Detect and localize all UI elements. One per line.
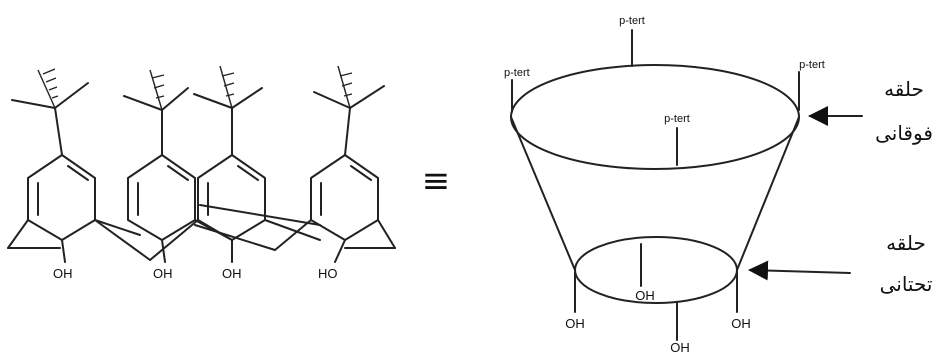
p-tert-label-left: p-tert (504, 67, 530, 79)
upper-rim-annotation: حلقه فوقانی (808, 77, 933, 145)
p-tert-label-top: p-tert (619, 15, 645, 27)
cone-oh-label-3: OH (670, 340, 690, 355)
upper-rim-label-line1: حلقه (884, 77, 924, 101)
p-tert-label-right: p-tert (799, 59, 825, 71)
upper-rim-label-line2: فوقانی (875, 121, 933, 145)
methylene-bridges (94, 204, 321, 261)
calixarene-structure: OH OH OH HO (7, 65, 396, 281)
hydroxyl-label-1: OH (53, 266, 73, 281)
phenyl-ring-4 (310, 65, 396, 263)
cone-oh-label-1: OH (565, 316, 585, 331)
upper-rim-ellipse (510, 64, 800, 170)
cone-schematic: p-tert p-tert p-tert p-tert OH OH OH OH (504, 15, 825, 355)
cone-oh-label-2: OH (635, 288, 655, 303)
p-tert-label-center: p-tert (664, 113, 690, 125)
phenyl-ring-1 (7, 68, 141, 263)
lower-rim-annotation: حلقه تحتانی (748, 231, 933, 296)
phenyl-ring-2 (123, 69, 196, 263)
lower-rim-ellipse (574, 236, 738, 304)
hydroxyl-label-3: OH (222, 266, 242, 281)
lower-rim-label-line2: تحتانی (880, 272, 933, 296)
equivalence-symbol: ≡ (422, 161, 451, 201)
phenyl-ring-3 (193, 65, 266, 263)
hydroxyl-label-4: HO (318, 266, 338, 281)
lower-rim-label-line1: حلقه (886, 231, 926, 255)
cone-oh-label-4: OH (731, 316, 751, 331)
hydroxyl-label-2: OH (153, 266, 173, 281)
